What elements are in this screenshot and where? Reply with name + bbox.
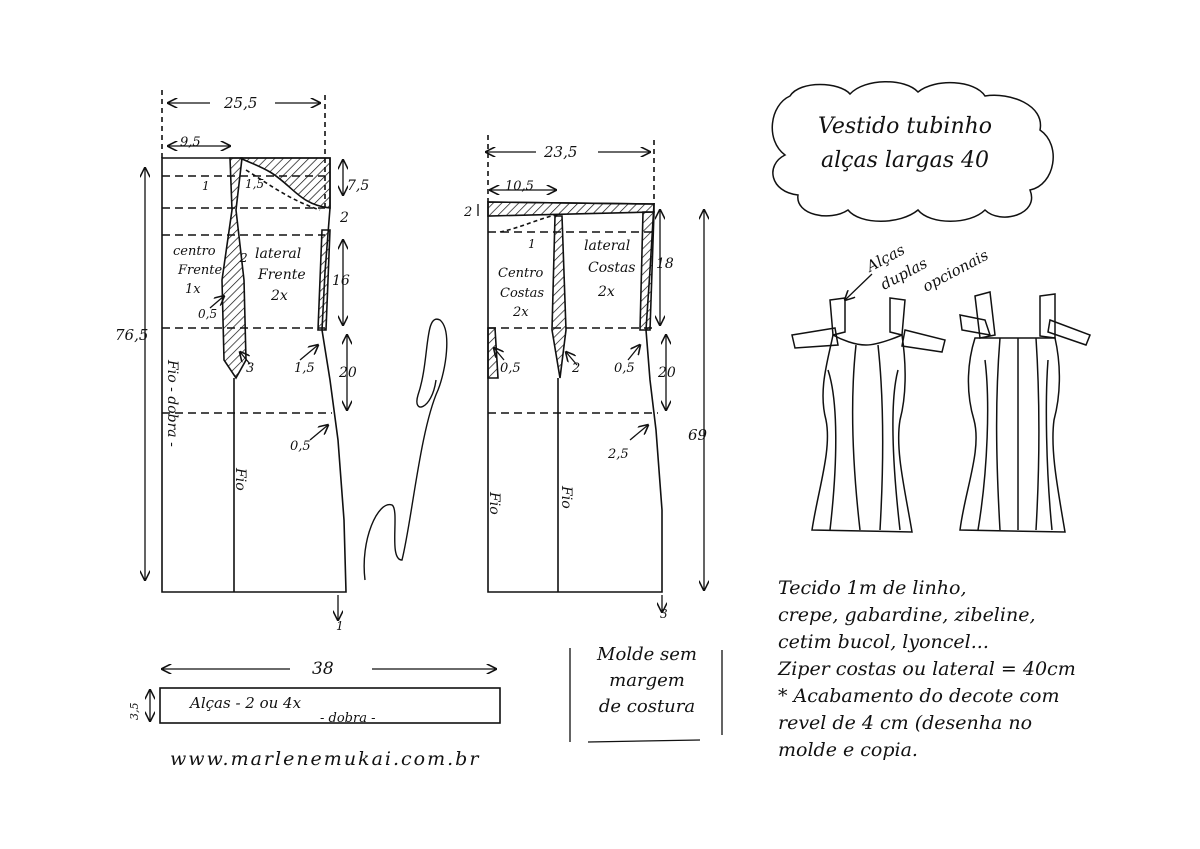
sketch-annotation-arrow	[845, 273, 873, 300]
front-hem-down: 1	[336, 619, 344, 633]
back-piece1-label2: Costas	[500, 286, 544, 301]
front-pattern	[161, 90, 347, 593]
front-h-bust: 16	[332, 273, 350, 289]
back-dart1: 1	[528, 237, 536, 251]
back-band: 2	[463, 205, 472, 220]
strap-label2: - dobra -	[320, 711, 376, 726]
front-center-dart	[221, 157, 247, 380]
front-dart2: 1,5	[245, 177, 264, 191]
molde-note: Molde sem margem de costura	[572, 642, 722, 720]
strap-pattern	[150, 669, 501, 724]
front-side-hatch	[317, 229, 331, 331]
strap-rect	[159, 687, 501, 724]
front-piece2-label: lateral	[255, 246, 301, 262]
notes-line3: cetim bucol, lyoncel...	[778, 631, 989, 653]
back-piece2-count: 2x	[597, 284, 615, 300]
back-piece1-label: Centro	[498, 266, 543, 281]
back-hem-down: 3	[660, 607, 668, 621]
front-piece2-count: 2x	[270, 288, 288, 304]
front-dimensions	[145, 103, 347, 620]
strap-label: Alças - 2 ou 4x	[188, 694, 302, 712]
front-piece1-label2: Frente	[177, 263, 223, 278]
back-dart4: 0,5	[614, 361, 635, 376]
front-h-band: 2	[339, 210, 349, 226]
front-labels: 25,5 9,5 76,5 7,5 2 16 20 centro Frente …	[115, 94, 369, 633]
front-piece2-label2: Frente	[257, 267, 306, 283]
back-grain2: Fio	[558, 485, 574, 509]
sketch-annotation-line3: opcionais	[919, 246, 991, 296]
back-h-waist: 20	[657, 365, 676, 381]
back-center-dart	[551, 215, 567, 379]
back-pattern	[487, 135, 663, 593]
molde-note-line2: margem	[609, 670, 685, 691]
back-hip: 2,5	[607, 447, 629, 462]
front-total-height: 76,5	[115, 326, 148, 344]
signature: Marlene Mukai	[346, 318, 448, 583]
back-h-bust: 18	[656, 256, 674, 272]
back-grain1: Fio	[486, 491, 502, 515]
back-labels: 23,5 10,5 2 18 20 69 Centro Costas 2x la…	[463, 143, 708, 621]
notes-line6: revel de 4 cm (desenha no	[778, 712, 1033, 734]
back-dimensions	[477, 152, 704, 612]
front-hip: 0,5	[290, 439, 311, 454]
front-grain1: Fio - dobra -	[164, 359, 180, 447]
front-piece1-label: centro	[173, 244, 216, 259]
title-block: Vestido tubinho alças largas 40	[790, 110, 1020, 178]
signature-text: Marlene Mukai	[346, 381, 437, 583]
back-top-width: 23,5	[543, 143, 577, 161]
front-h-waist: 20	[338, 365, 357, 381]
notes-line7: molde e copia.	[778, 739, 918, 761]
front-top-width: 25,5	[223, 94, 257, 112]
sketch-annotation: Alças duplas opcionais	[862, 240, 992, 295]
notes-line4: Ziper costas ou lateral = 40cm	[778, 658, 1076, 680]
dress-sketch-back	[959, 291, 1091, 533]
title-line1: Vestido tubinho	[817, 114, 993, 139]
back-center-width: 10,5	[505, 179, 534, 194]
front-dart1: 1	[202, 179, 210, 193]
front-dart5: 3	[246, 361, 254, 376]
signature-scribble	[363, 318, 448, 581]
back-side-hatch	[639, 211, 655, 331]
front-piece1-count: 1x	[185, 282, 201, 297]
back-dart2: 0,5	[500, 361, 521, 376]
back-piece2-label2: Costas	[588, 260, 635, 276]
notes-line1: Tecido 1m de linho,	[778, 577, 967, 599]
back-piece2-label: lateral	[584, 238, 630, 254]
molde-note-line1: Molde sem	[597, 644, 697, 665]
front-dart4: 0,5	[198, 307, 217, 321]
front-center-width: 9,5	[180, 135, 201, 150]
back-outline	[487, 201, 663, 593]
strap-length: 38	[312, 659, 334, 679]
back-cb-hatch	[487, 327, 499, 379]
front-h-top: 7,5	[347, 178, 369, 194]
notes-line2: crepe, gabardine, zibeline,	[778, 604, 1036, 626]
front-neck-curve	[245, 169, 321, 211]
notes-line5: * Acabamento do decote com	[778, 685, 1060, 707]
molde-note-line3: de costura	[598, 696, 696, 717]
title-line2: alças largas 40	[820, 148, 990, 173]
back-skirt-height: 69	[688, 426, 708, 444]
title-cloud	[771, 81, 1054, 222]
website-url: www.marlenemukai.com.br	[170, 748, 481, 770]
back-top-hatch	[487, 201, 655, 217]
back-neck-curve	[499, 213, 561, 233]
front-neckline-hatch	[239, 157, 331, 209]
front-dart3: 2	[239, 251, 248, 265]
strap-height: 3,5	[128, 703, 141, 721]
strap-labels: 38 3,5 Alças - 2 ou 4x - dobra -	[128, 659, 376, 726]
molde-note-lines	[569, 648, 723, 743]
back-piece1-count: 2x	[512, 305, 529, 320]
dress-sketch-front	[791, 297, 946, 533]
front-dart6: 1,5	[294, 361, 315, 376]
fabric-notes: Tecido 1m de linho, crepe, gabardine, zi…	[778, 575, 1188, 764]
front-grain2: Fio	[232, 467, 248, 491]
back-dart3: 2	[571, 361, 580, 376]
